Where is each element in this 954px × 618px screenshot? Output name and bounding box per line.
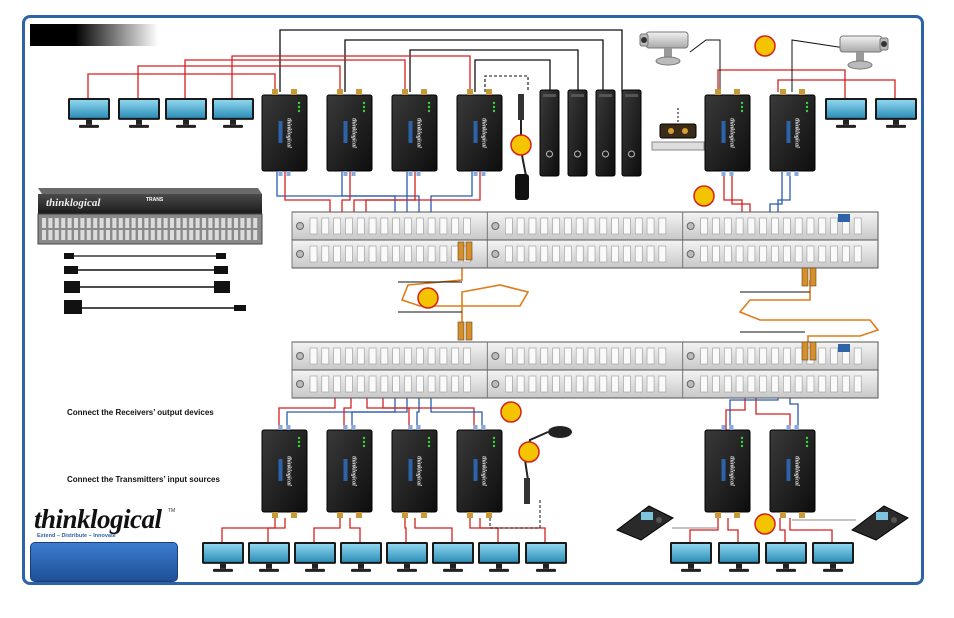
svg-text:thinklogical: thinklogical	[46, 197, 101, 209]
camera-icon	[839, 35, 889, 70]
step-marker-icon	[754, 35, 776, 57]
step-marker-icon	[693, 185, 715, 207]
monitor-icon	[340, 542, 382, 572]
extender-icon: thinklogical	[261, 89, 308, 176]
panel-badge-icon	[838, 344, 850, 352]
extender-icon: thinklogical	[769, 425, 816, 518]
monitor-icon	[765, 542, 807, 572]
cable-icon	[523, 426, 572, 504]
monitor-icon	[386, 542, 428, 572]
transmitters-input-label: Connect the Transmitters’ input sources	[67, 475, 220, 484]
svg-text:thinklogical: thinklogical	[286, 118, 292, 148]
monitor-icon	[248, 542, 290, 572]
svg-text:thinklogical: thinklogical	[351, 118, 357, 148]
svg-text:thinklogical: thinklogical	[794, 118, 800, 148]
monitor-icon	[718, 542, 760, 572]
step-marker-icon	[417, 287, 439, 309]
monitor-icon	[525, 542, 567, 572]
fiber-coupler	[457, 321, 465, 341]
extender-icon: thinklogical	[704, 89, 751, 176]
svg-text:thinklogical: thinklogical	[416, 118, 422, 148]
fiber-coupler	[801, 267, 809, 287]
svg-text:thinklogical: thinklogical	[794, 456, 800, 486]
extender-icon: thinklogical	[261, 425, 308, 518]
upper-panel-row-1	[291, 211, 879, 241]
lower-panel-row-1	[291, 341, 879, 371]
extender-icon: thinklogical	[704, 425, 751, 518]
cable-icon	[64, 253, 246, 314]
brand-tagline: Extend – Distribute – Innovate	[37, 533, 116, 539]
monitor-icon	[118, 98, 160, 128]
monitor-icon	[165, 98, 207, 128]
wall-plate-icon	[651, 108, 705, 151]
svg-text:thinklogical: thinklogical	[416, 456, 422, 486]
step-marker-icon	[754, 513, 776, 535]
monitor-icon	[432, 542, 474, 572]
fiber-coupler	[465, 241, 473, 261]
pc-tower-icon	[567, 89, 588, 177]
svg-text:thinklogical: thinklogical	[286, 456, 292, 486]
panel-badge-icon	[838, 214, 850, 222]
chassis-image: thinklogical TRANS	[37, 188, 263, 245]
monitor-icon	[670, 542, 712, 572]
info-box	[30, 542, 178, 582]
svg-text:thinklogical: thinklogical	[729, 118, 735, 148]
step-marker-icon	[510, 134, 532, 156]
monitor-icon	[212, 98, 254, 128]
monitor-icon	[68, 98, 110, 128]
monitor-icon	[294, 542, 336, 572]
monitor-icon	[825, 98, 867, 128]
brand-tm: TM	[168, 508, 176, 514]
extender-icon: thinklogical	[326, 425, 373, 518]
brand-logo: thinklogical	[34, 504, 162, 534]
title-bar	[30, 24, 158, 46]
fiber-coupler	[809, 341, 817, 361]
extender-icon: thinklogical	[456, 425, 503, 518]
monitor-icon	[478, 542, 520, 572]
extender-icon: thinklogical	[391, 89, 438, 176]
extender-icon: thinklogical	[391, 425, 438, 518]
fiber-coupler	[809, 267, 817, 287]
extender-icon: thinklogical	[326, 89, 373, 176]
upper-panel-row-2	[291, 239, 879, 269]
svg-text:TRANS: TRANS	[146, 197, 164, 203]
svg-text:thinklogical: thinklogical	[481, 118, 487, 148]
svg-text:thinklogical: thinklogical	[729, 456, 735, 486]
monitor-icon	[812, 542, 854, 572]
fiber-coupler	[465, 321, 473, 341]
camera-icon	[639, 31, 689, 66]
pc-tower-icon	[595, 89, 616, 177]
pc-tower-icon	[539, 89, 560, 177]
extender-icon: thinklogical	[456, 89, 503, 176]
fiber-coupler	[457, 241, 465, 261]
step-marker-icon	[500, 401, 522, 423]
extender-icon: thinklogical	[769, 89, 816, 176]
receivers-output-label: Connect the Receivers’ output devices	[67, 408, 214, 417]
fiber-coupler	[801, 341, 809, 361]
ptz-controller-icon	[851, 505, 909, 541]
monitor-icon	[202, 542, 244, 572]
ptz-controller-icon	[616, 505, 674, 541]
svg-text:thinklogical: thinklogical	[481, 456, 487, 486]
monitor-icon	[875, 98, 917, 128]
svg-text:thinklogical: thinklogical	[351, 456, 357, 486]
pc-tower-icon	[621, 89, 642, 177]
step-marker-icon	[518, 441, 540, 463]
lower-panel-row-2	[291, 369, 879, 399]
